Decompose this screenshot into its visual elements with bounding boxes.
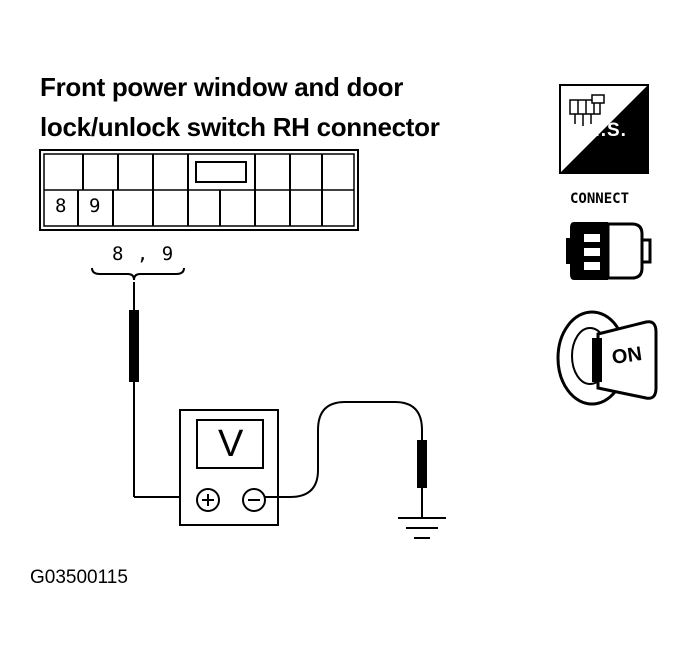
- harness-side-icon: [559, 84, 649, 174]
- connector-pin-9: 9: [89, 195, 101, 217]
- connector-face: [39, 149, 359, 231]
- connect-icon: [566, 222, 652, 280]
- negative-probe: [265, 401, 446, 539]
- figure-id: G03500115: [30, 567, 128, 588]
- ignition-on-icon: [556, 310, 658, 406]
- connector-title-line1: Front power window and door: [40, 72, 404, 102]
- ignition-on-label: ON: [610, 343, 644, 369]
- meter-display-label: V: [218, 423, 244, 465]
- connector-pin-8: 8: [55, 195, 67, 217]
- connector-title-line2: lock/unlock switch RH connector: [40, 112, 440, 142]
- pin-brace: [91, 267, 185, 281]
- probe-pin-label: 8 , 9: [112, 243, 175, 265]
- voltmeter: [179, 409, 279, 526]
- harness-side-label: H.S.: [586, 120, 627, 141]
- connect-label: CONNECT: [570, 191, 630, 207]
